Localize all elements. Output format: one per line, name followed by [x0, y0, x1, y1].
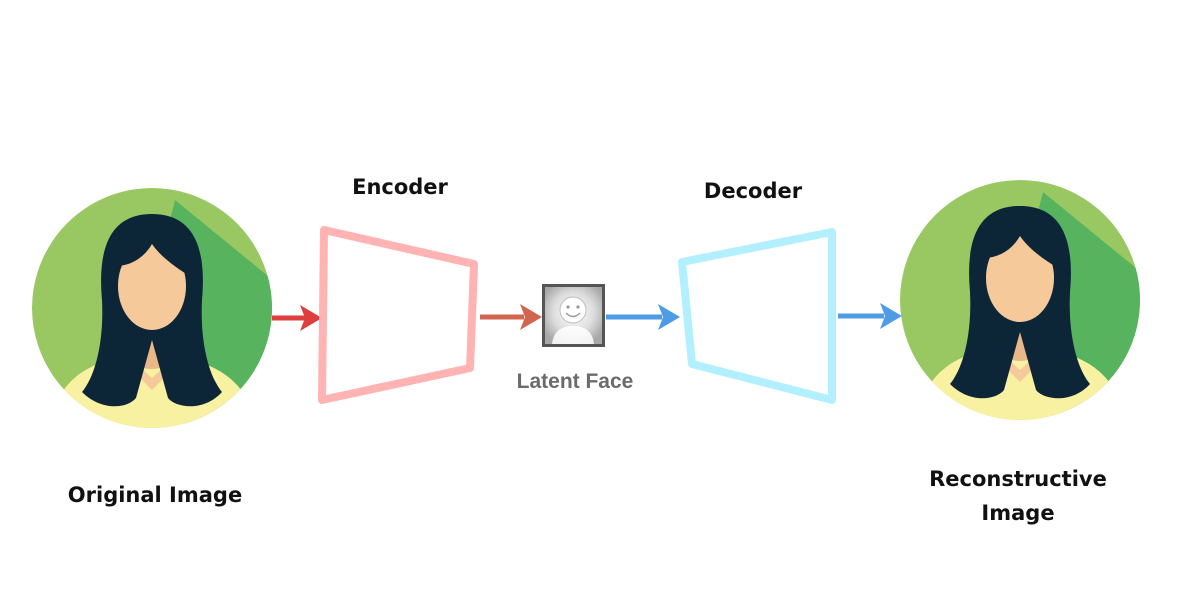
latent-face-smiley-face-icon	[542, 284, 605, 347]
reconstructive-label-line1: Reconstructive	[929, 467, 1107, 491]
latent-face-label: Latent Face	[516, 370, 634, 393]
original-image-label: Original Image	[67, 483, 243, 507]
encoder-block	[318, 226, 478, 404]
original-image-avatar-icon	[32, 188, 272, 428]
reconstructive-image-label: Reconstructive Image	[900, 462, 1136, 530]
decoder-label: Decoder	[703, 179, 803, 203]
reconstructive-label-line2: Image	[981, 501, 1055, 525]
arrow-right-icon	[606, 304, 680, 330]
arrow-right-icon	[838, 303, 902, 329]
arrow-right-icon	[272, 305, 322, 331]
decoder-block	[678, 228, 836, 404]
reconstructive-image-avatar-icon	[900, 180, 1140, 420]
arrow-right-icon	[480, 304, 542, 330]
encoder-label: Encoder	[352, 175, 448, 199]
